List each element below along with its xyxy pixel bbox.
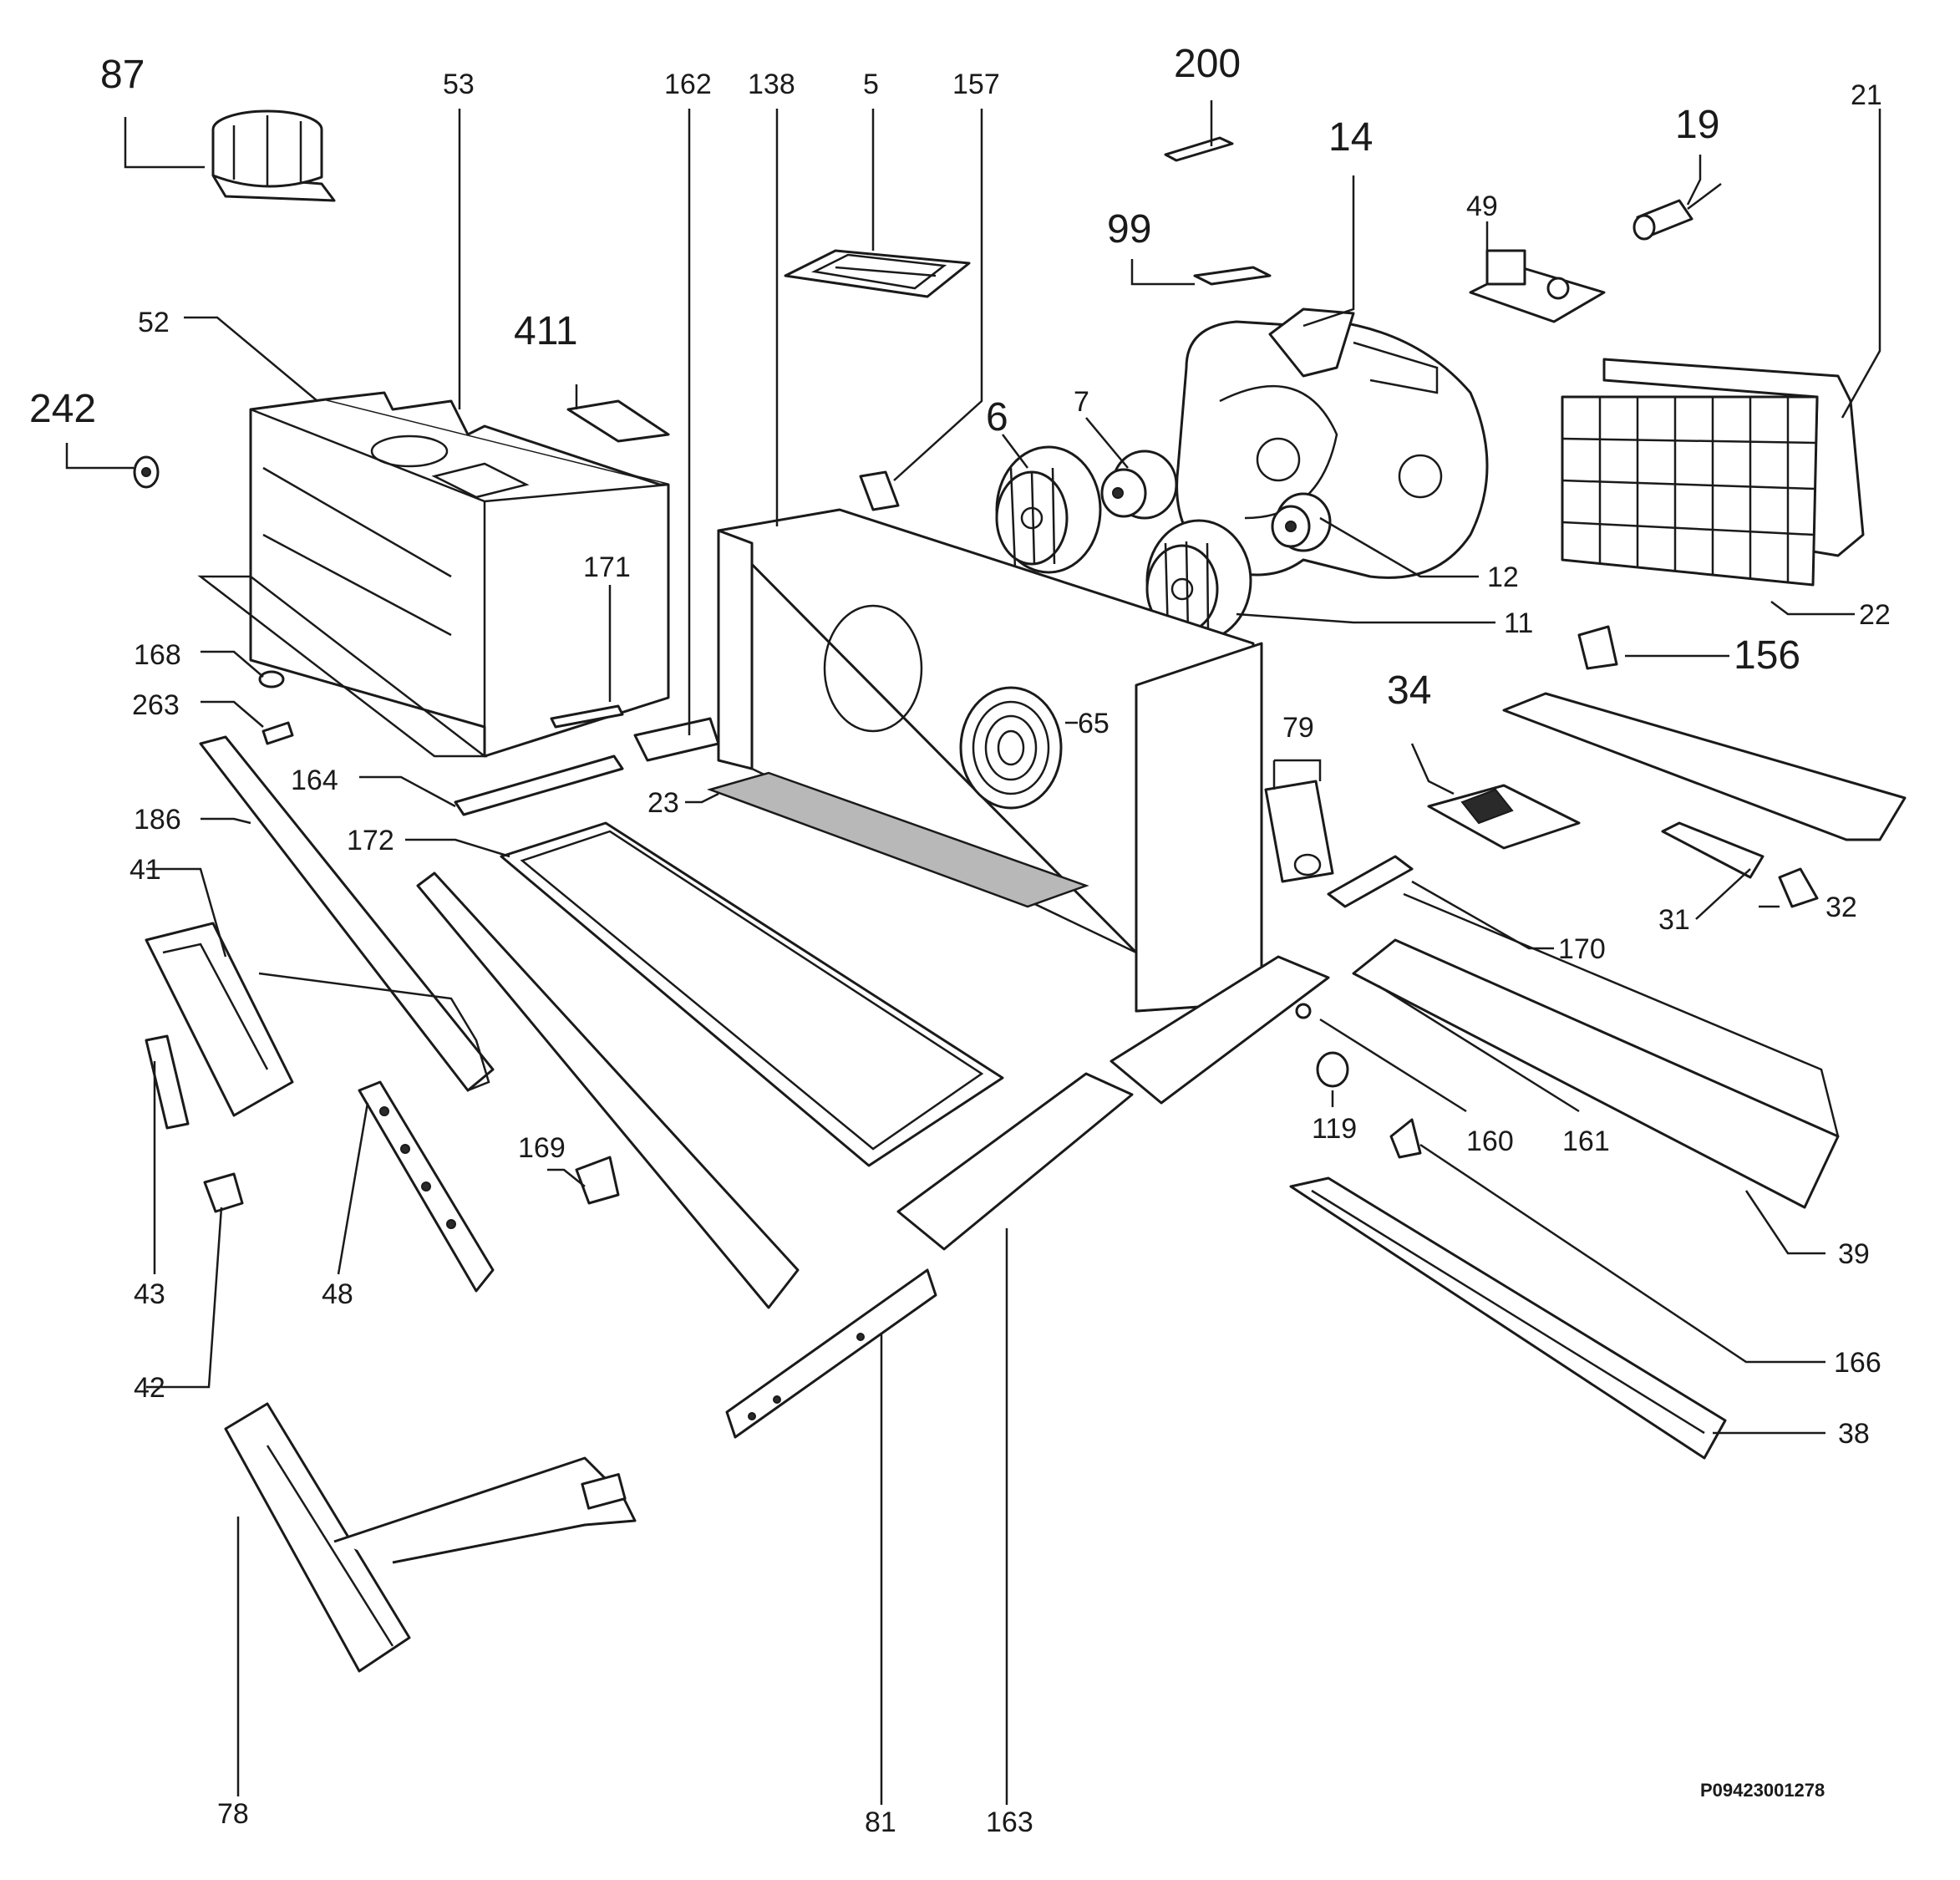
part-5-top-cover [784, 249, 971, 298]
label-81: 81 [865, 1806, 896, 1838]
part-157-clip [859, 470, 900, 511]
label-263: 263 [132, 689, 180, 721]
part-38-glass-panel [1289, 1176, 1727, 1460]
label-171: 171 [583, 551, 631, 583]
label-43: 43 [134, 1278, 165, 1310]
label-49: 49 [1466, 191, 1498, 222]
part-19-lamp [1632, 183, 1722, 241]
label-156: 156 [1734, 633, 1800, 678]
label-53: 53 [443, 69, 475, 100]
label-39: 39 [1838, 1238, 1870, 1270]
part-43-part [145, 1034, 190, 1130]
label-6: 6 [986, 395, 1008, 440]
part-32-part [1778, 867, 1819, 908]
part-170-strip [1327, 855, 1414, 908]
label-38: 38 [1838, 1418, 1870, 1450]
part-169-clip [575, 1156, 620, 1205]
part-52-upper-housing [197, 391, 670, 758]
part-12-motor [1271, 492, 1332, 552]
label-119: 119 [1312, 1113, 1357, 1145]
part-99-plate [1193, 266, 1272, 286]
label-5: 5 [863, 69, 879, 100]
label-22: 22 [1859, 599, 1891, 631]
part-65-vent-grille [959, 686, 1063, 810]
label-31: 31 [1658, 904, 1690, 936]
part-41-handle-assembly [145, 922, 490, 1117]
part-42-part [203, 1172, 244, 1213]
part-168-part [258, 670, 285, 688]
part-119-part [1316, 1051, 1349, 1088]
label-21: 21 [1851, 79, 1882, 111]
part-81-slide [725, 1268, 937, 1439]
part-171-strip [550, 704, 624, 729]
label-99: 99 [1107, 207, 1151, 252]
label-12: 12 [1487, 561, 1519, 593]
label-162: 162 [664, 69, 712, 100]
drawing-reference: P09423001278 [1700, 1780, 1825, 1801]
part-39-side-trim [1352, 892, 1840, 1209]
label-172: 172 [347, 825, 394, 856]
part-49-transformer-board [1469, 249, 1606, 323]
label-7: 7 [1074, 386, 1089, 418]
label-41: 41 [129, 854, 161, 886]
label-65: 65 [1078, 708, 1109, 739]
label-32: 32 [1825, 892, 1857, 923]
part-79-switch-bracket [1264, 780, 1334, 883]
part-156-clip [1577, 625, 1618, 670]
label-11: 11 [1504, 607, 1533, 639]
label-200: 200 [1174, 42, 1241, 86]
leader-lines [65, 100, 1881, 1805]
part-242-clip [133, 455, 160, 489]
part-14-blower-housing [1175, 307, 1489, 579]
part-31-part [1661, 821, 1765, 879]
part-164-rail [454, 755, 624, 816]
part-6-fan-wheel [995, 445, 1102, 574]
part-87-duct-connector [211, 109, 336, 202]
label-411: 411 [514, 309, 578, 353]
label-170: 170 [1558, 933, 1606, 965]
part-166-clip [1389, 1118, 1422, 1159]
label-34: 34 [1387, 668, 1431, 713]
part-162-strip [633, 717, 720, 762]
part-labels: 87 53 162 138 5 157 200 14 19 21 49 99 5… [29, 42, 1891, 1838]
label-157: 157 [952, 69, 1000, 100]
label-14: 14 [1328, 115, 1373, 160]
label-87: 87 [100, 53, 145, 97]
part-34-electronic-board [1427, 784, 1581, 850]
part-163-front-rail [896, 1072, 1134, 1251]
label-242: 242 [29, 387, 96, 431]
part-263-part [262, 721, 294, 745]
part-160-part [1295, 1003, 1312, 1019]
label-166: 166 [1834, 1347, 1881, 1379]
label-23: 23 [647, 787, 679, 819]
part-200-bracket [1164, 136, 1234, 162]
label-164: 164 [291, 765, 338, 796]
part-186-rail [199, 735, 495, 1092]
part-11-fan-wheel [1145, 519, 1252, 643]
part-right-upper-tray [1502, 692, 1907, 841]
label-42: 42 [134, 1372, 165, 1404]
label-168: 168 [134, 639, 181, 671]
part-middle-block [1109, 955, 1330, 1105]
part-48-control-panel [358, 1080, 495, 1293]
part-side-rail [416, 871, 800, 1309]
label-186: 186 [134, 804, 181, 836]
label-78: 78 [217, 1798, 249, 1830]
part-78-lower-handle [224, 1402, 637, 1673]
label-163: 163 [986, 1806, 1033, 1838]
label-19: 19 [1675, 103, 1719, 147]
label-160: 160 [1466, 1125, 1514, 1157]
label-161: 161 [1562, 1125, 1610, 1157]
label-79: 79 [1282, 712, 1314, 744]
label-138: 138 [748, 69, 795, 100]
part-411-label [566, 399, 670, 443]
part-7-motor-pulley [1100, 450, 1178, 520]
label-52: 52 [138, 307, 170, 338]
part-21-22-filter-frame [1561, 358, 1865, 587]
part-172-drawer-frame [500, 821, 1004, 1167]
label-169: 169 [518, 1132, 566, 1164]
part-23-filter-mat [706, 771, 1089, 908]
label-48: 48 [322, 1278, 353, 1310]
